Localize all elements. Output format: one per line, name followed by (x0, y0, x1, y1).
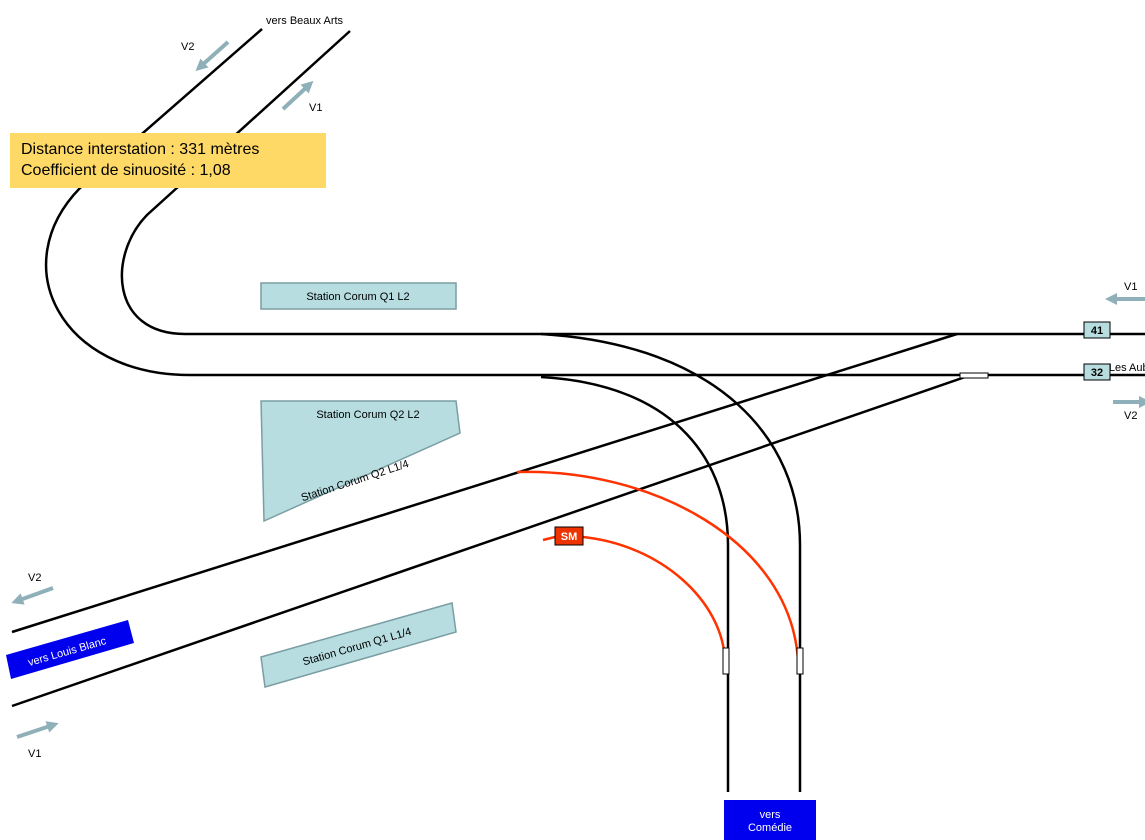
platform-q1-l2-label: Station Corum Q1 L2 (306, 291, 409, 303)
arrow-v2-left-icon (11, 586, 54, 605)
arrow-v1-top-label: V1 (309, 102, 322, 114)
arrow-v1-left-label: V1 (28, 748, 41, 760)
platform-q1-l14 (260, 602, 457, 688)
switch-marker-comedie-right (796, 647, 804, 675)
platform-q2-l2-label: Station Corum Q2 L2 (316, 409, 419, 421)
destination-comedie-line2: Comédie (748, 822, 792, 834)
connection-curve-stub (542, 535, 556, 542)
switch-marker-aubes (959, 372, 989, 379)
signal-sm-label: SM (561, 531, 578, 543)
track-line2-v2 (44, 28, 1145, 377)
signal-32-label: 32 (1091, 367, 1103, 379)
switch-marker-comedie-left (722, 647, 730, 675)
platform-q2 (260, 400, 461, 523)
arrow-v2-top-label: V2 (181, 41, 194, 53)
signal-32 (1083, 363, 1111, 381)
arrow-v2-left-label: V2 (28, 572, 41, 584)
track-comedie-left (540, 375, 730, 792)
connection-curve-outer (516, 470, 800, 661)
signal-sm (554, 526, 584, 546)
track-comedie-right (540, 332, 802, 792)
track-louis-blanc-v1 (11, 374, 969, 708)
destination-beaux-arts-label: vers Beaux Arts (266, 15, 344, 27)
connection-curve-inner (582, 535, 727, 661)
arrow-v1-top-icon (281, 80, 314, 111)
track-louis-blanc-v2 (11, 332, 958, 634)
destination-comedie-line1: vers (760, 809, 781, 821)
distance-text: Distance interstation : 331 mètres (21, 141, 260, 158)
platform-q1-l2 (260, 282, 457, 310)
destination-comedie (724, 800, 816, 840)
interstation-info-box: Distance interstation : 331 mètres Coeff… (10, 133, 326, 188)
arrow-v1-right-label: V1 (1124, 281, 1137, 293)
signal-41-label: 41 (1091, 325, 1103, 337)
arrow-v2-top-icon (195, 40, 230, 71)
signal-41 (1083, 321, 1111, 339)
sinuosity-text: Coefficient de sinuosité : 1,08 (21, 162, 231, 179)
destination-louis-blanc (6, 620, 134, 679)
track-line2-v1 (120, 30, 1145, 336)
arrow-v1-left-icon (16, 721, 59, 739)
arrow-v2-right-label: V2 (1124, 410, 1137, 422)
